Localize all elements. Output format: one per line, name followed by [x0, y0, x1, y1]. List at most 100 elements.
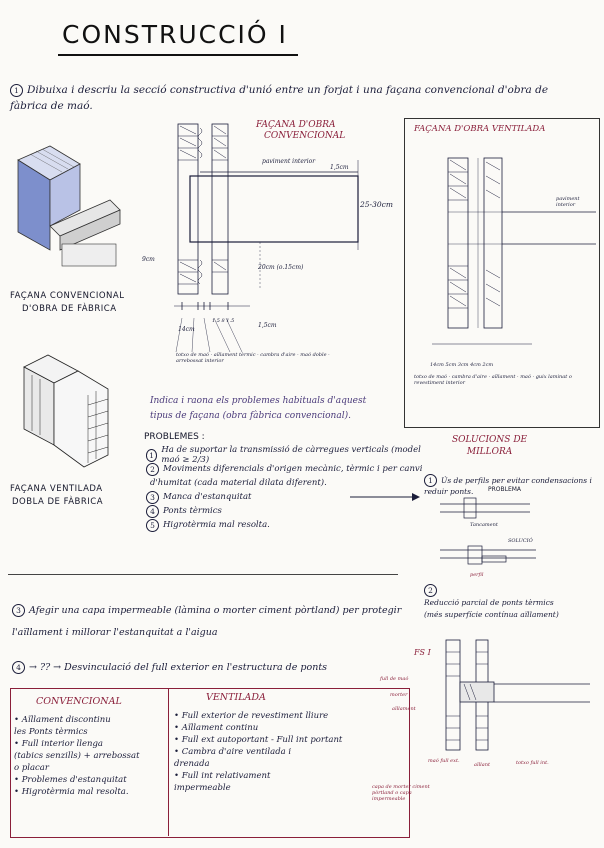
solution-solucio-label: SOLUCIÓ: [508, 538, 533, 544]
section-conv-title-1: FAÇANA D'OBRA: [256, 120, 336, 130]
section-vent-label-4: maó: [520, 374, 531, 380]
q2-heading: PROBLEMES :: [144, 432, 205, 442]
section-divider: [8, 574, 398, 575]
solution-1-text: Ús de perfils per evitar condensacions i…: [424, 476, 592, 496]
solutions-title: SOLUCIONS DE MILLORA: [452, 434, 527, 458]
section-conv-dim-height: 25-30cm: [360, 200, 393, 209]
section-conv-dim-left: 9cm: [142, 256, 155, 263]
compare-conv-item: o placar: [14, 763, 49, 773]
section-vent-labels: totxo de maó · cambra d'aire · aïllament…: [414, 374, 572, 386]
section-conventional-drawing: [174, 123, 359, 353]
section-conv-label-4: maó doble: [300, 352, 327, 358]
problem-item-3: 3 Manca d'estanquitat: [146, 490, 426, 504]
iso-label-vent-1: FAÇANA VENTILADA: [10, 484, 103, 494]
section-conv-dim-15: 1,5cm: [258, 322, 277, 329]
iso-facade-conventional: [17, 145, 121, 267]
section-conv-label-2: aïllament tèrmic: [213, 352, 256, 358]
compare-vent-item: • Cambra d'aire ventilada i: [174, 747, 292, 757]
compare-conv-item: (tabics senzills) + arrebossat: [14, 751, 140, 761]
q2-intro-2: tipus de façana (obra fàbrica convencion…: [150, 411, 351, 421]
section-conv-dim-bottom: 20cm (o.15cm): [258, 264, 304, 271]
problem-text: Manca d'estanquitat: [163, 492, 252, 502]
section-vent-label-3: aïllament: [491, 374, 516, 380]
iso-label-conventional: FAÇANA CONVENCIONAL D'OBRA DE FÀBRICA: [10, 290, 150, 316]
question-3: 3 Afegir una capa impermeable (làmina o m…: [12, 600, 412, 644]
detail-label-fullint: totxo full int.: [516, 760, 549, 766]
section-conv-dim-vals: 1.5 8 1.5: [212, 318, 235, 324]
compare-vent-item: • Full exterior de revestiment lliure: [174, 711, 329, 721]
problem-number: 3: [146, 490, 159, 504]
section-ventilated-frame: [404, 118, 600, 428]
compare-vent-item: drenada: [174, 759, 210, 769]
compare-vent-item: impermeable: [174, 783, 231, 793]
solution-2-text-2: (més superfície contínua aïllament): [424, 610, 559, 619]
section-conv-paviment: paviment interior: [262, 158, 316, 165]
section-vent-paviment: paviment interior: [556, 196, 580, 208]
q3-number: 3: [12, 604, 25, 617]
iso-facade-ventilated: [23, 354, 109, 468]
question-1: 1 Dibuixa i descriu la secció constructiv…: [10, 82, 600, 114]
compare-vent-title: VENTILADA: [206, 692, 266, 703]
section-conv-label-5: arrebossat interior: [176, 358, 224, 364]
problem-text: Higrotèrmia mal resolta.: [163, 520, 270, 530]
q1-text-2: fàbrica de maó.: [10, 100, 93, 112]
detail-label-morter: morter: [390, 692, 408, 698]
detail-fsi: FS I: [414, 648, 431, 657]
question-4: 4 → ?? → Desvinculació del full exterior …: [12, 660, 412, 676]
section-vent-label-2: cambra d'aire: [451, 374, 487, 380]
solution-1-number: 1: [424, 474, 437, 487]
section-conv-label-3: cambra d'aire: [260, 352, 296, 358]
q1-text-1: Dibuixa i descriu la secció constructiva…: [27, 84, 549, 96]
arrow-icon: [350, 493, 420, 501]
compare-conv-item: les Ponts tèrmics: [14, 727, 88, 737]
section-conv-dim-14: 14cm: [178, 326, 195, 333]
section-vent-dims: 14cm 5cm 3cm 4cm 2cm: [430, 362, 494, 368]
detail-label-fullext: maó full ext.: [428, 758, 460, 764]
solution-problema-label: PROBLEMA: [488, 486, 522, 493]
q4-number: 4: [12, 661, 25, 674]
title-underline: [58, 54, 298, 56]
detail-label-capa: capa de morter ciment pòrtland o capa im…: [372, 784, 430, 802]
compare-conv-list: • Aïllament discontinu les Ponts tèrmics…: [14, 714, 166, 798]
solution-2-text-1: Reducció parcial de ponts tèrmics: [424, 598, 554, 607]
comparison-divider: [168, 688, 169, 836]
q4-text: → ?? → Desvinculació del full exterior e…: [29, 662, 328, 673]
iso-label-ventilated: FAÇANA VENTILADA DOBLA DE FÀBRICA: [10, 483, 150, 509]
problem-number: 2: [146, 462, 159, 476]
detail-label-aillament: aïllament: [392, 706, 416, 712]
section-conv-title: FAÇANA D'OBRA CONVENCIONAL: [256, 120, 345, 142]
problem-number: 1: [146, 448, 158, 462]
comparison-box: [10, 688, 410, 838]
detail-label-aillant: aïllant: [474, 762, 490, 768]
compare-vent-item: • Full int relativament: [174, 771, 271, 781]
compare-conv-item: • Problemes d'estanquitat: [14, 775, 127, 785]
compare-conv-title: CONVENCIONAL: [36, 696, 122, 707]
solution-1-sketches: [440, 497, 536, 565]
compare-vent-list: • Full exterior de revestiment lliure • …: [174, 710, 404, 794]
q2-intro: Indica i raona els problemes habituals d…: [150, 394, 366, 424]
detail-label-fullmao: full de maó: [380, 676, 409, 682]
problem-number: 5: [146, 518, 159, 532]
section-vent-title: FAÇANA D'OBRA VENTILADA: [414, 124, 546, 134]
q1-number: 1: [10, 84, 23, 97]
problem-item-2-cont: d'humitat (cada material dilata diferent…: [146, 476, 426, 490]
section-conv-dim-top: 1,5cm: [330, 164, 349, 171]
solution-2: 2 Reducció parcial de ponts tèrmics (més…: [424, 584, 604, 621]
compare-vent-item: • Full ext autoportant - Full int portan…: [174, 735, 343, 745]
iso-label-conv-1: FAÇANA CONVENCIONAL: [10, 291, 125, 301]
solution-perfil: perfil: [470, 572, 484, 578]
iso-label-conv-2: D'OBRA DE FÀBRICA: [22, 304, 117, 314]
problem-text: Ha de suportar la transmissió de càrregu…: [161, 445, 421, 465]
compare-vent-item: • Aïllament continu: [174, 723, 259, 733]
section-ventilated-drawing: [432, 157, 596, 345]
problem-text: d'humitat (cada material dilata diferent…: [150, 478, 327, 488]
q3-text-1: Afegir una capa impermeable (làmina o mo…: [29, 605, 402, 616]
problem-text: Ponts tèrmics: [163, 506, 222, 516]
q2-intro-1: Indica i raona els problemes habituals d…: [150, 396, 367, 406]
q3-text-2: l'aïllament i millorar l'estanquitat a l…: [12, 627, 218, 638]
